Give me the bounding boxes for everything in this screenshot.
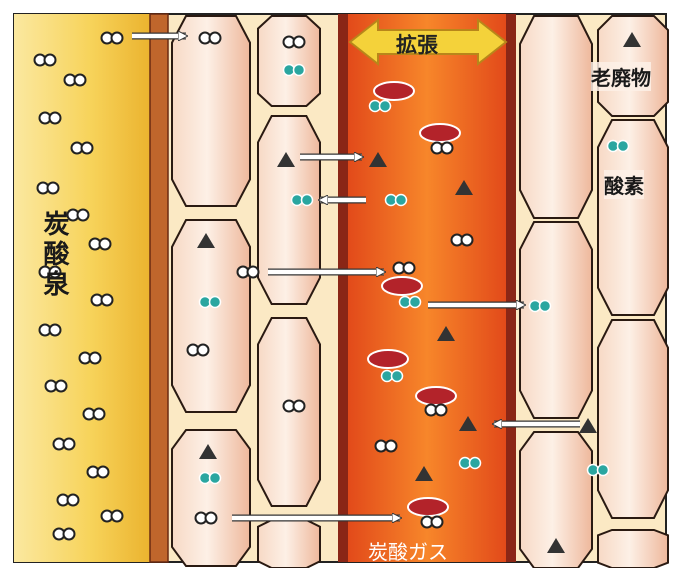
red-blood-cell [407, 497, 449, 517]
oxygen-molecule [300, 193, 314, 207]
co2-molecule [73, 73, 87, 87]
cell [257, 15, 321, 107]
oxygen-molecule [596, 463, 610, 477]
dilation-arrow [348, 17, 508, 67]
oxygen-label: 酸素 [604, 170, 644, 199]
cell [597, 529, 669, 569]
dilation-label: 拡張 [396, 33, 438, 57]
co2-molecule [62, 437, 76, 451]
cell [171, 219, 251, 413]
waste-triangle [415, 466, 433, 481]
oxygen-molecule [468, 456, 482, 470]
co2-molecule [246, 265, 260, 279]
co2-molecule [43, 53, 57, 67]
waste-triangle [369, 152, 387, 167]
co2-gas-label: 炭酸ガス [368, 540, 448, 564]
co2-molecule [66, 493, 80, 507]
waste-triangle [199, 444, 217, 459]
carbonated-spring-area [14, 14, 154, 562]
skin-wall [149, 13, 169, 563]
red-blood-cell [367, 349, 409, 369]
waste-label: 老廃物 [591, 62, 651, 91]
red-blood-cell [381, 276, 423, 296]
co2-molecule [76, 208, 90, 222]
co2-molecule [402, 261, 416, 275]
waste-triangle [197, 233, 215, 248]
co2-molecule [98, 237, 112, 251]
cell [257, 115, 321, 305]
cell [597, 319, 669, 519]
cell [171, 15, 251, 207]
oxygen-molecule [538, 299, 552, 313]
co2-molecule [384, 439, 398, 453]
cell [519, 221, 593, 419]
co2-molecule [48, 323, 62, 337]
cell [257, 519, 321, 569]
oxygen-molecule [394, 193, 408, 207]
waste-triangle [459, 416, 477, 431]
co2-molecule [292, 399, 306, 413]
co2-molecule [88, 351, 102, 365]
red-blood-cell [419, 123, 461, 143]
co2-molecule [110, 31, 124, 45]
co2-molecule [46, 181, 60, 195]
co2-molecule [54, 379, 68, 393]
waste-triangle [455, 180, 473, 195]
oxygen-molecule [408, 295, 422, 309]
red-blood-cell [415, 386, 457, 406]
co2-molecule [430, 515, 444, 529]
co2-molecule [48, 111, 62, 125]
waste-triangle [547, 538, 565, 553]
co2-molecule [434, 403, 448, 417]
cell [171, 429, 251, 567]
red-blood-cell [373, 81, 415, 101]
cell [597, 119, 669, 316]
oxygen-molecule [208, 471, 222, 485]
oxygen-molecule [208, 295, 222, 309]
waste-triangle [437, 326, 455, 341]
waste-triangle [579, 418, 597, 433]
carbonated-spring-label: 炭酸泉 [39, 210, 69, 300]
cell [519, 15, 593, 219]
vessel-wall-right [506, 14, 516, 562]
co2-molecule [48, 265, 62, 279]
co2-molecule [440, 141, 454, 155]
oxygen-molecule [378, 99, 392, 113]
waste-triangle [623, 32, 641, 47]
oxygen-molecule [616, 139, 630, 153]
co2-molecule [92, 407, 106, 421]
co2-molecule [96, 465, 110, 479]
co2-molecule [292, 35, 306, 49]
oxygen-molecule [292, 63, 306, 77]
co2-molecule [204, 511, 218, 525]
vessel-wall-left [338, 14, 348, 562]
co2-molecule [208, 31, 222, 45]
waste-triangle [277, 152, 295, 167]
co2-molecule [196, 343, 210, 357]
oxygen-molecule [390, 369, 404, 383]
co2-molecule [62, 527, 76, 541]
co2-molecule [110, 509, 124, 523]
co2-molecule [80, 141, 94, 155]
co2-molecule [100, 293, 114, 307]
co2-molecule [460, 233, 474, 247]
